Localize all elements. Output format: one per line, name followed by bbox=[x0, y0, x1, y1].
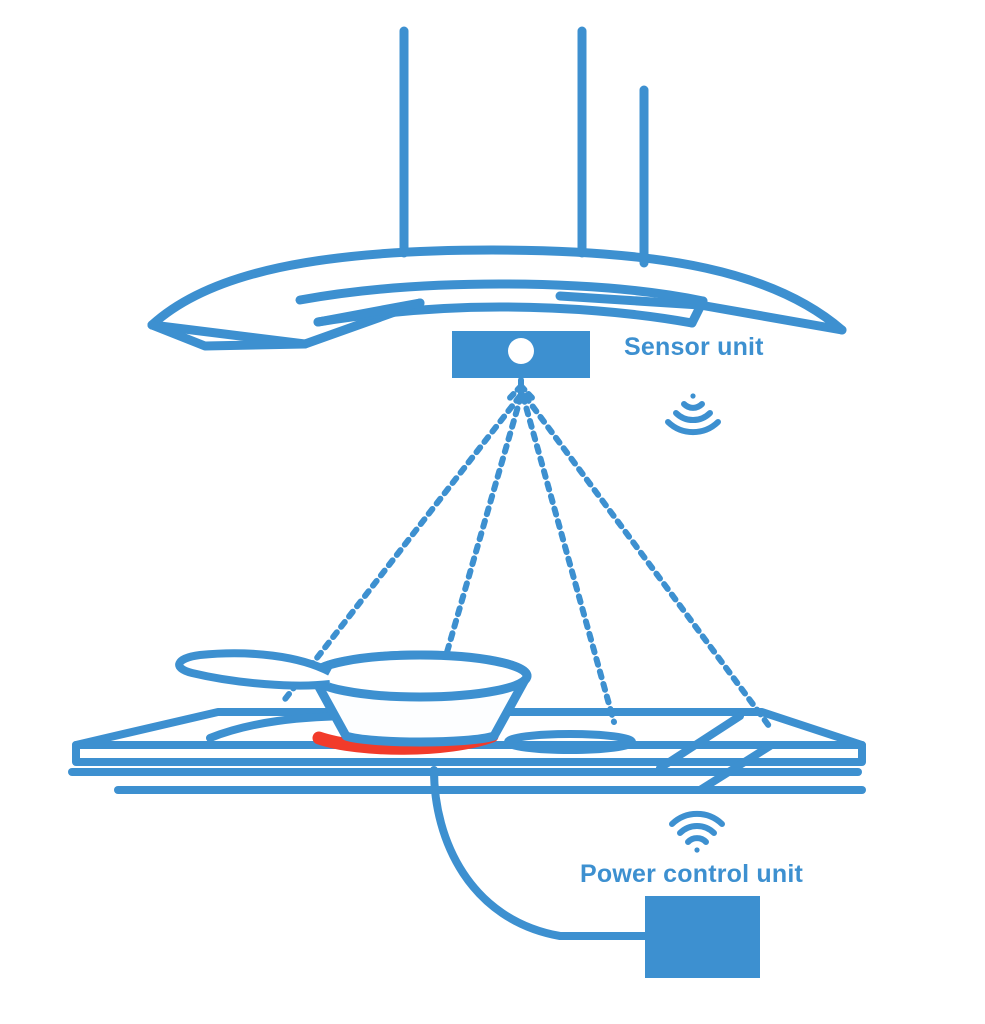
sensor-unit-label: Sensor unit bbox=[624, 333, 764, 361]
sensor-detection-beams bbox=[279, 393, 775, 733]
detection-beam-1 bbox=[279, 393, 523, 706]
power-control-unit-label: Power control unit bbox=[580, 860, 804, 888]
hood-front-lip bbox=[313, 298, 425, 327]
detection-beam-3 bbox=[520, 393, 617, 725]
detection-beam-4 bbox=[522, 393, 775, 733]
wifi-down-icon bbox=[665, 393, 721, 436]
wifi-up-icon bbox=[669, 810, 725, 853]
sensor-lens-icon bbox=[508, 338, 534, 364]
range-hood-chimney-pipes bbox=[399, 26, 649, 268]
power-control-unit-box[interactable] bbox=[645, 896, 760, 978]
cooktop-right-diagonal bbox=[656, 712, 744, 772]
hood-top-shell bbox=[147, 245, 847, 335]
hood-inner-band-top bbox=[295, 279, 708, 306]
frying-pan bbox=[175, 649, 532, 747]
burner-ring-rear-right bbox=[504, 730, 636, 754]
hood-left-wing-edge bbox=[147, 320, 310, 351]
cooktop-counter bbox=[68, 708, 866, 794]
cooktop-surface-outline bbox=[72, 708, 866, 749]
hood-front-lip-right bbox=[687, 296, 708, 328]
pan-rim bbox=[308, 650, 532, 702]
detection-beam-2 bbox=[440, 393, 524, 669]
power-cable bbox=[430, 766, 652, 940]
range-hood-canopy bbox=[147, 245, 847, 351]
cooktop-front-apron bbox=[72, 741, 866, 766]
pan-handle bbox=[175, 649, 332, 690]
sensor-unit-group[interactable] bbox=[452, 331, 590, 378]
cooktop-right-diagonal-2 bbox=[696, 742, 774, 794]
